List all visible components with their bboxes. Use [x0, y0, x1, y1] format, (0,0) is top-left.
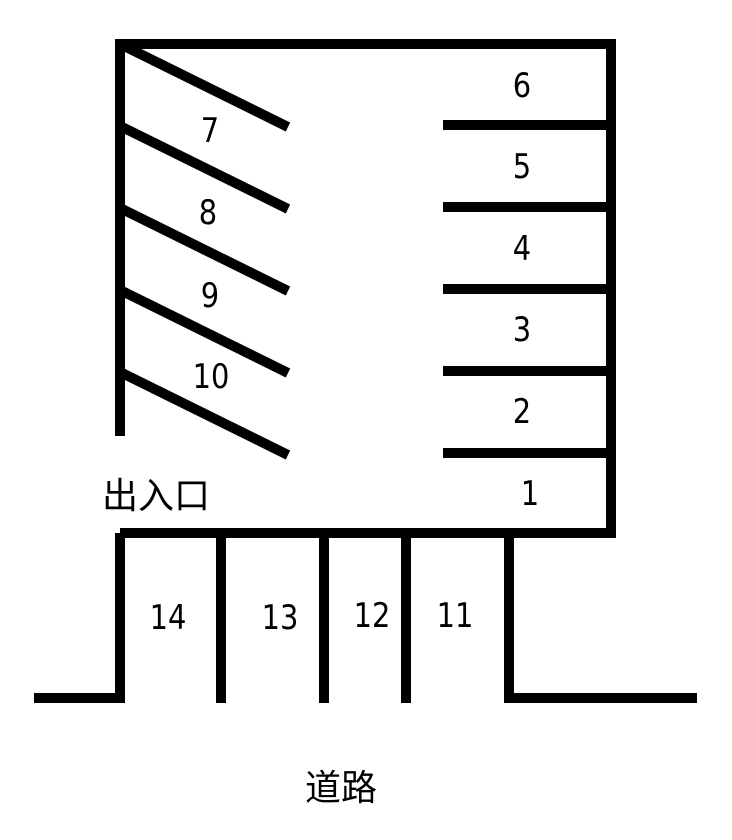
- road-edge-right: [504, 533, 697, 703]
- space-12-label: 12: [353, 596, 391, 636]
- space-1-label: 1: [520, 474, 540, 514]
- space-11-label: 11: [436, 596, 474, 636]
- diag-9-10: [117, 285, 291, 378]
- space-7-label: 7: [200, 111, 220, 151]
- road-edge-left: [34, 533, 125, 703]
- road-label: 道路: [304, 768, 378, 809]
- entrance-label: 出入口: [101, 476, 211, 517]
- space-10-label: 10: [192, 357, 230, 397]
- diag-10-bottom: [117, 367, 291, 460]
- space-4-label: 4: [512, 229, 532, 269]
- diag-top-7: [117, 39, 291, 132]
- space-2-label: 2: [512, 392, 532, 432]
- space-3-label: 3: [512, 310, 532, 350]
- diag-7-8: [117, 121, 291, 214]
- space-5-label: 5: [512, 147, 532, 187]
- lot-outer-wall: [115, 39, 616, 538]
- space-9-label: 9: [200, 276, 220, 316]
- space-13-label: 13: [261, 598, 299, 638]
- space-6-label: 6: [512, 66, 532, 106]
- space-14-label: 14: [149, 598, 187, 638]
- diag-8-9: [117, 203, 291, 296]
- space-8-label: 8: [198, 193, 218, 233]
